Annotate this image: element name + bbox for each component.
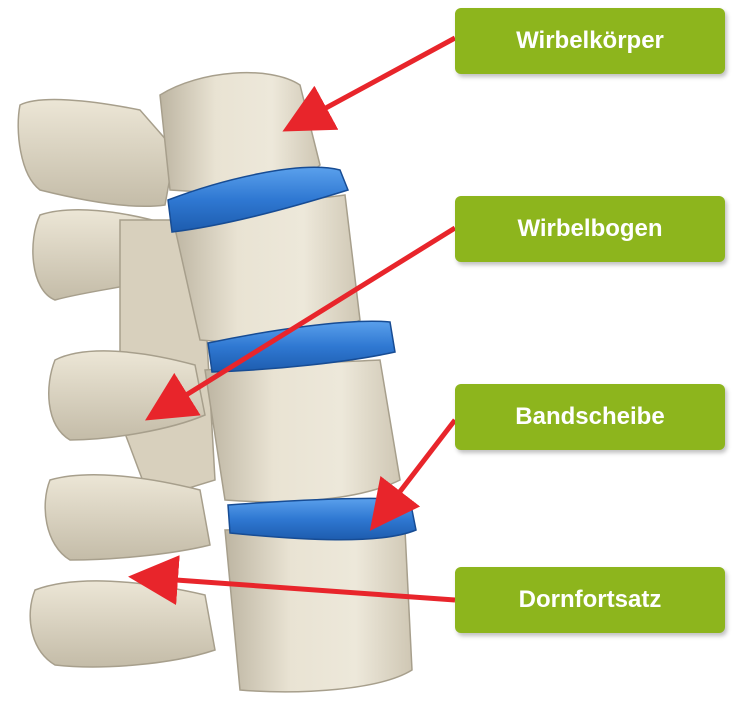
- label-wirbelkoerper: Wirbelkörper: [455, 8, 725, 74]
- label-bandscheibe: Bandscheibe: [455, 384, 725, 450]
- label-dornfortsatz: Dornfortsatz: [455, 567, 725, 633]
- vertebra-body-4: [225, 528, 412, 692]
- arrow-wirbelkoerper: [300, 38, 455, 122]
- vertebra-body-3: [205, 360, 400, 502]
- spinous-process-lower: [30, 581, 215, 667]
- transverse-process-3: [45, 475, 210, 560]
- upper-process: [18, 100, 175, 207]
- label-wirbelbogen: Wirbelbogen: [455, 196, 725, 262]
